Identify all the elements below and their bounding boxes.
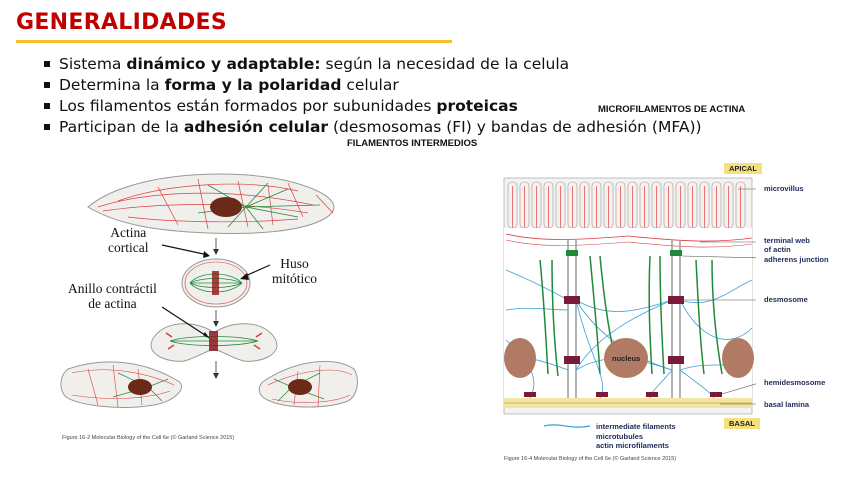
bullet-item: Participan de la adhesión celular (desmo…: [44, 117, 702, 138]
label-actina-cortical: Actina cortical: [108, 225, 148, 255]
bullet-list: Sistema dinámico y adaptable: según la n…: [44, 54, 702, 138]
legend-microtubules: microtubules: [596, 432, 643, 441]
page-title: GENERALIDADES: [16, 10, 227, 35]
label-line: Actina: [108, 225, 148, 240]
bullet-bold: forma y la polaridad: [165, 76, 342, 94]
label-hemidesmosome: hemidesmosome: [764, 378, 825, 387]
legend-actin-microfilaments: actin microfilaments: [596, 441, 669, 450]
nucleus-left: [504, 338, 536, 378]
bullet-bold: adhesión celular: [184, 118, 328, 136]
bullet-text: celular: [341, 76, 398, 94]
label-adherens-junction: adherens junction: [764, 255, 829, 264]
label-line: Huso: [272, 256, 317, 271]
label-line: Anillo contráctil: [68, 281, 157, 296]
label-basal: BASAL: [724, 418, 760, 429]
legend: [544, 425, 590, 430]
label-basal-lamina: basal lamina: [764, 400, 809, 409]
bullet-text: Los filamentos están formados por subuni…: [59, 97, 436, 115]
label-anillo-contractil: Anillo contráctil de actina: [68, 281, 157, 311]
bullet-text: Sistema: [59, 55, 126, 73]
daughter-cell-left: [61, 362, 182, 408]
title-underline: [16, 40, 452, 43]
bullet-text: según la necesidad de la celula: [321, 55, 570, 73]
epithelial-illustration: [500, 160, 756, 430]
label-terminal-web: terminal web of actin: [764, 236, 810, 254]
bullet-item: Sistema dinámico y adaptable: según la n…: [44, 54, 702, 75]
caption-filamentos-intermedios: FILAMENTOS INTERMEDIOS: [347, 138, 477, 149]
label-line: mitótico: [272, 271, 317, 286]
bullet-bold: proteicas: [436, 97, 518, 115]
figure-credit-left: Figure 16-2 Molecular Biology of the Cel…: [62, 435, 234, 441]
label-line: cortical: [108, 240, 148, 255]
label-apical: APICAL: [724, 163, 762, 174]
figure-credit-right: Figure 16-4 Molecular Biology of the Cel…: [504, 456, 676, 462]
label-line: of actin: [764, 245, 810, 254]
label-desmosome: desmosome: [764, 295, 808, 304]
label-line: de actina: [68, 296, 157, 311]
bullet-text: Participan de la: [59, 118, 184, 136]
legend-intermediate-filaments: intermediate filaments: [596, 422, 676, 431]
caption-microfilamentos: MICROFILAMENTOS DE ACTINA: [598, 104, 745, 115]
bullet-text: Determina la: [59, 76, 165, 94]
label-line: terminal web: [764, 236, 810, 245]
bullet-bold: dinámico y adaptable:: [126, 55, 320, 73]
figure-cell-division: Actina cortical Huso mitótico Anillo con…: [58, 165, 358, 450]
bullet-text: (desmosomas (FI) y bandas de adhesión (M…: [328, 118, 702, 136]
pointer-actina: [162, 245, 208, 255]
nucleus-right: [722, 338, 754, 378]
label-nucleus: nucleus: [612, 354, 640, 363]
figure-epithelial-cells: APICAL BASAL microvillus terminal web of…: [500, 160, 756, 435]
bullet-item: Determina la forma y la polaridad celula…: [44, 75, 702, 96]
label-microvillus: microvillus: [764, 184, 804, 193]
nucleus-top: [210, 197, 242, 217]
label-huso-mitotico: Huso mitótico: [272, 256, 317, 286]
